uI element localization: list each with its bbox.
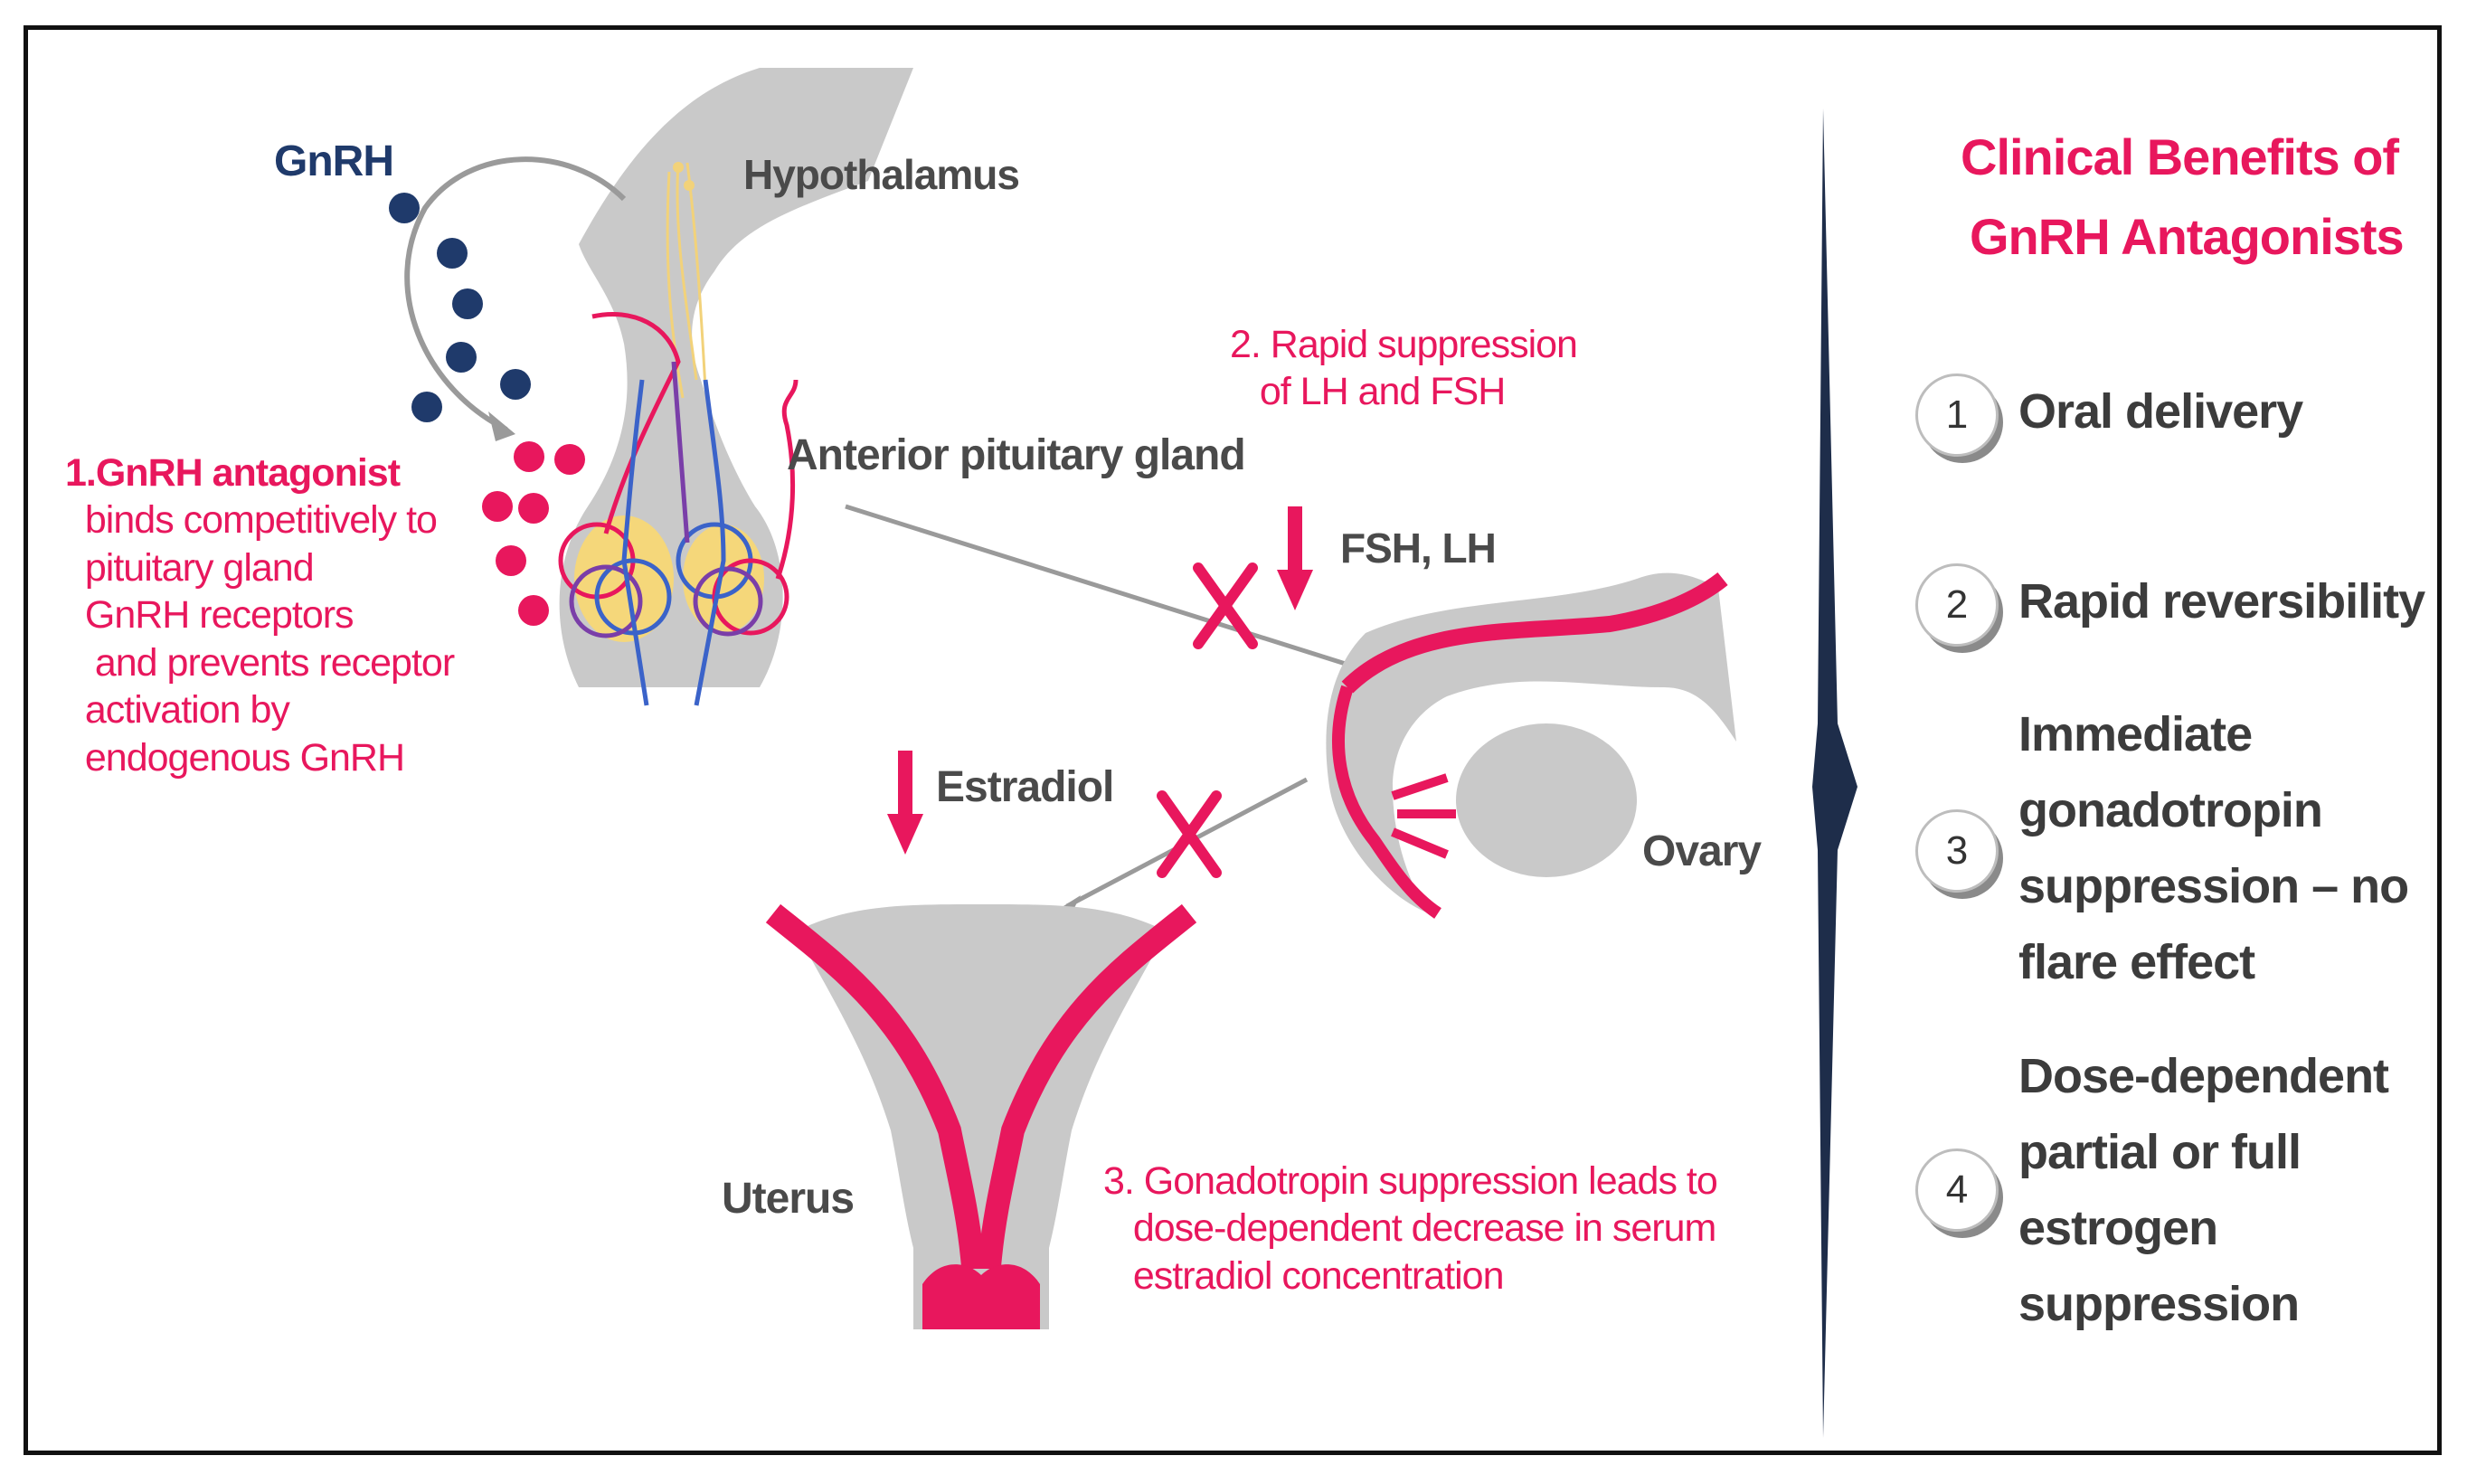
- benefit-text: Oral delivery: [2018, 384, 2303, 439]
- step1-line: and prevents receptor: [65, 640, 455, 685]
- number-badge-icon: 2: [1915, 563, 1999, 647]
- fsh-lh-label: FSH, LH: [1340, 525, 1497, 572]
- gnrh-label: GnRH: [274, 137, 394, 185]
- step1-line: 1.GnRH antagonist: [65, 451, 401, 495]
- section-divider: [1812, 109, 1857, 1438]
- step2-text: 2. Rapid suppression of LH and FSH: [1230, 321, 1578, 416]
- step3-line: 3. Gonadotropin suppression leads to: [1103, 1159, 1718, 1203]
- down-arrow-icon: [887, 751, 923, 855]
- ovary-shape: [1326, 572, 1736, 919]
- estradiol-label: Estradiol: [936, 763, 1114, 811]
- number-badge-icon: 1: [1915, 373, 1999, 457]
- benefit-text: Immediate gonadotropin suppression – no …: [2018, 707, 2409, 989]
- down-arrow-icon: [1277, 506, 1313, 610]
- step1-line: binds competitively to: [65, 498, 438, 543]
- antagonist-dots: [482, 441, 585, 626]
- hypothalamus-label: Hypothalamus: [743, 151, 1020, 198]
- x-mark-icon: [1157, 790, 1222, 878]
- number-badge-icon: 3: [1915, 809, 1999, 893]
- uterus-label: Uterus: [722, 1175, 855, 1223]
- step1-line: GnRH receptors: [65, 593, 354, 638]
- step1-text: 1.GnRH antagonist binds competitively to…: [65, 449, 455, 781]
- step1-line: activation by: [65, 688, 290, 733]
- x-mark-icon: [1193, 562, 1258, 649]
- uterus-shape: [765, 903, 1197, 1329]
- benefit-text: Dose-dependent partial or full estrogen …: [2018, 1049, 2389, 1331]
- step3-line: dose-dependent decrease in serum: [1103, 1206, 1717, 1251]
- step3-line: estradiol concentration: [1103, 1253, 1505, 1298]
- step2-line: of LH and FSH: [1230, 370, 1506, 414]
- benefits-title-line1: Clinical Benefits of: [1961, 128, 2399, 185]
- number-badge-icon: 4: [1915, 1148, 1999, 1232]
- gnrh-dots: [389, 193, 531, 422]
- anterior-pituitary-label: Anterior pituitary gland: [787, 431, 1246, 479]
- step1-line: endogenous GnRH: [65, 735, 405, 780]
- step3-text: 3. Gonadotropin suppression leads to dos…: [1103, 1158, 1718, 1300]
- benefit-text: Rapid reversibility: [2018, 574, 2425, 629]
- pituitary-vessels: [558, 311, 799, 706]
- diagram-frame: [24, 25, 2442, 1455]
- ovary-label: Ovary: [1642, 827, 1762, 875]
- step2-line: 2. Rapid suppression: [1230, 323, 1578, 366]
- curved-arrow-icon: [404, 156, 627, 441]
- step1-line: pituitary gland: [65, 545, 315, 590]
- benefits-title-line2: GnRH Antagonists: [1970, 208, 2405, 265]
